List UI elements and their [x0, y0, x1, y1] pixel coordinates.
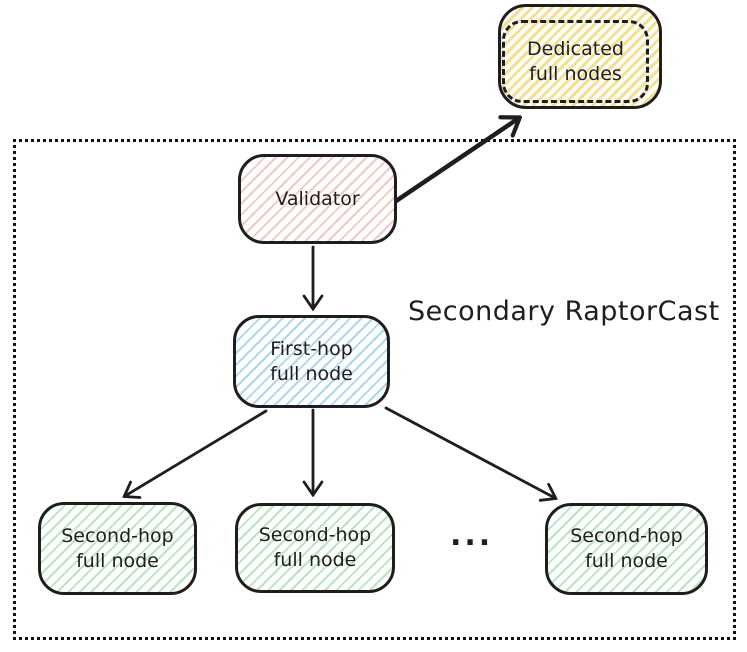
node-label-second-hop-full-node-1: Second-hop full node — [61, 524, 174, 572]
ellipsis-more-nodes: ... — [450, 518, 494, 553]
node-dedicated-full-nodes: Dedicated full nodes — [502, 20, 649, 103]
secondary-raptorcast-region — [13, 139, 736, 640]
node-label-first-hop-full-node: First-hop full node — [270, 337, 353, 385]
node-first-hop-full-node: First-hop full node — [233, 315, 390, 408]
region-label-secondary-raptorcast: Secondary RaptorCast — [408, 296, 720, 327]
node-second-hop-full-node-2: Second-hop full node — [235, 503, 395, 593]
node-validator: Validator — [238, 154, 397, 244]
node-label-dedicated-full-nodes: Dedicated full nodes — [527, 37, 624, 85]
node-second-hop-full-node-3: Second-hop full node — [545, 503, 708, 595]
node-label-second-hop-full-node-2: Second-hop full node — [258, 524, 372, 571]
node-label-validator: Validator — [275, 187, 360, 210]
node-second-hop-full-node-1: Second-hop full node — [38, 502, 197, 595]
node-label-second-hop-full-node-3: Second-hop full node — [570, 525, 683, 572]
